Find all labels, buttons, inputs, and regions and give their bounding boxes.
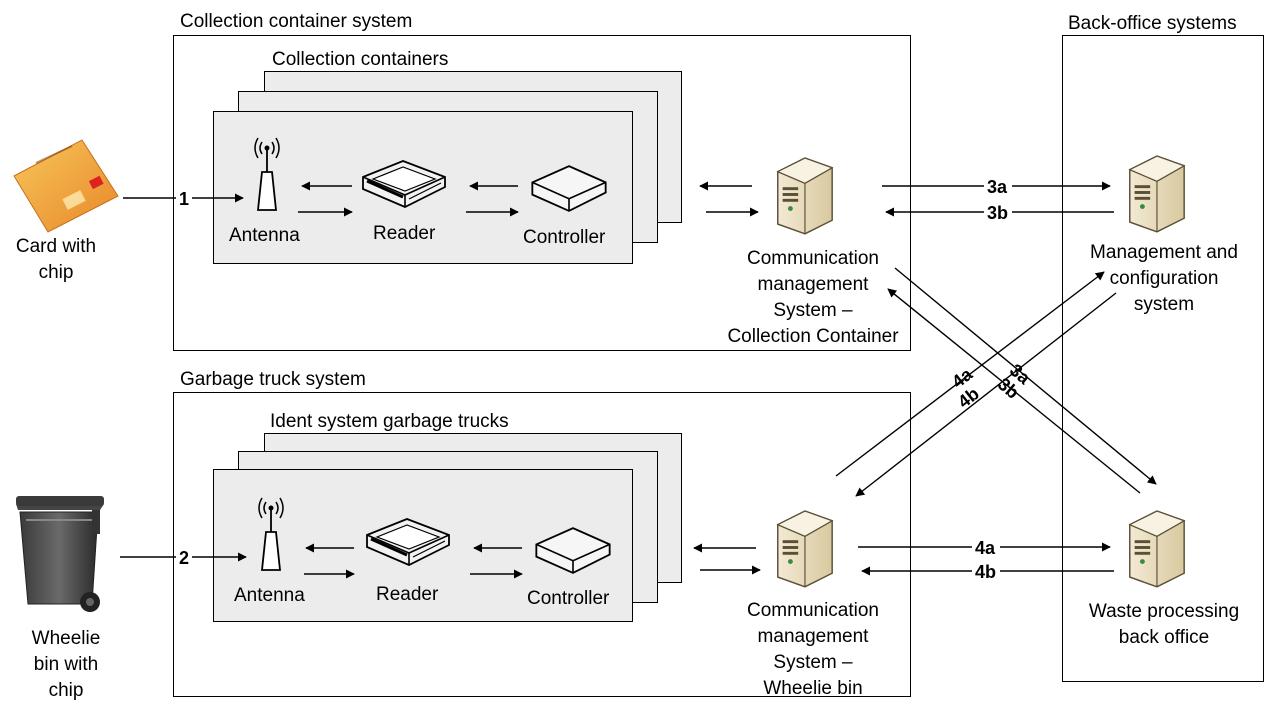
reader-device-icon [361, 159, 447, 209]
arrow-3a-diagonal [894, 267, 1157, 485]
backoffice-title: Back-office systems [1068, 13, 1237, 34]
collection-reader-label: Reader [373, 223, 436, 244]
server-tower-icon [777, 510, 833, 588]
flow-label-4b-bottom: 4b [975, 562, 996, 582]
wheelie-bin-label: Wheelie bin with chip [31, 628, 101, 701]
flow-label-4a-bottom: 4a [975, 538, 996, 558]
flow-label-1: 1 [179, 189, 189, 209]
arrow-4b-diagonal [855, 292, 1117, 497]
card-with-chip-icon [13, 139, 119, 233]
diagonal-arrows [835, 267, 1157, 497]
arrow-4a-diagonal [835, 271, 1105, 477]
flow-label-3a-top: 3a [987, 177, 1008, 197]
flow-label-2: 2 [179, 548, 189, 568]
truck-reader-label: Reader [376, 584, 439, 605]
collection-system-title: Collection container system [180, 11, 413, 32]
back-office-systems-box [1062, 35, 1264, 682]
truck-system-title: Garbage truck system [180, 369, 366, 390]
arrow-3b-diagonal [887, 288, 1141, 494]
mgmt-config-label: Management and configuration system [1090, 242, 1238, 315]
cms-collection-label: Communication management System – Collec… [727, 248, 899, 347]
reader-device-icon [365, 517, 451, 567]
server-tower-icon [1129, 155, 1185, 233]
cms-wheelie-label: Communication management System – Wheeli… [747, 600, 879, 699]
collection-containers-title: Collection containers [272, 49, 449, 70]
collection-antenna-label: Antenna [229, 225, 300, 246]
flow-label-3b-top: 3b [987, 203, 1008, 223]
truck-controller-label: Controller [527, 588, 610, 609]
server-tower-icon [1129, 510, 1185, 588]
collection-controller-label: Controller [523, 227, 606, 248]
wheelie-bin-icon [16, 496, 104, 612]
card-with-chip-label: Card with chip [15, 236, 97, 283]
server-tower-icon [777, 157, 833, 235]
antenna-icon [258, 497, 284, 571]
controller-device-icon [535, 527, 611, 574]
waste-processing-label: Waste processing back office [1088, 601, 1240, 648]
antenna-icon [254, 137, 280, 211]
controller-device-icon [531, 165, 607, 212]
ident-system-title: Ident system garbage trucks [270, 411, 509, 432]
truck-antenna-label: Antenna [234, 585, 305, 606]
